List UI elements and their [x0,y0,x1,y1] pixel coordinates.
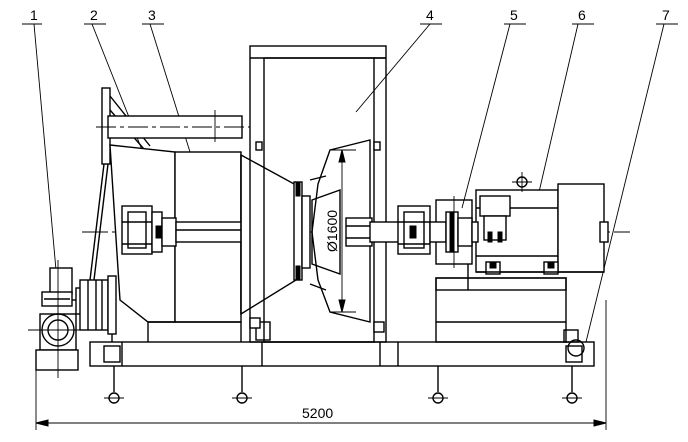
coupling [429,196,473,268]
inlet-damper-actuator [28,260,88,378]
svg-text:7: 7 [662,7,670,23]
foundation-bolts [104,366,582,404]
callout-7: 7 [585,7,678,343]
inlet-box [96,110,250,342]
svg-text:6: 6 [578,7,586,23]
impeller [309,139,411,323]
svg-text:Ø1600: Ø1600 [324,210,340,252]
callout-4: 4 [355,7,442,113]
callout-5: 5 [461,7,526,209]
callout-6: 6 [535,7,594,206]
svg-text:5200: 5200 [302,405,333,421]
electric-motor [471,172,609,275]
inlet-duct [79,275,117,342]
svg-text:5: 5 [510,7,518,23]
base-frame [89,321,595,367]
bearing-left [121,205,177,255]
svg-text:2: 2 [90,7,98,23]
dimension-overall-length: 5200 [35,300,607,430]
dimension-impeller-diameter: Ø1600 [324,149,356,313]
inlet-cone [240,153,311,316]
svg-text:1: 1 [30,7,38,23]
svg-text:3: 3 [148,7,156,23]
svg-text:4: 4 [426,7,434,23]
motor-pedestal [435,264,567,343]
fan-housing [249,45,387,343]
bearing-right [397,205,431,255]
callout-1: 1 [22,7,57,271]
